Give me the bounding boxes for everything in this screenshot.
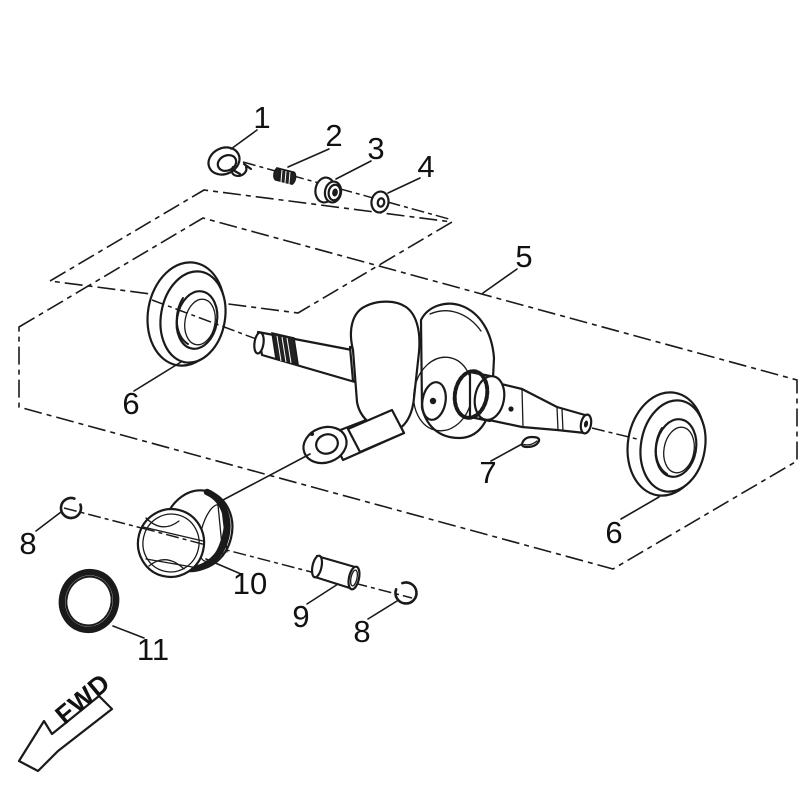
bearing-right-drawing xyxy=(626,391,707,497)
group-box-large xyxy=(18,217,798,570)
spring-pin-drawing xyxy=(273,167,297,185)
callout-4: 4 xyxy=(417,149,434,184)
leader-lines xyxy=(35,129,660,639)
woodruff-key-drawing xyxy=(520,435,541,449)
piston-pin-drawing xyxy=(310,554,361,591)
callout-8-left: 8 xyxy=(19,526,36,561)
callout-8-right: 8 xyxy=(353,614,370,649)
callout-10: 10 xyxy=(233,566,267,601)
circlip-right-drawing xyxy=(394,581,418,605)
circlip-left-drawing xyxy=(59,496,83,520)
bearing-left-drawing xyxy=(146,261,227,367)
callout-3: 3 xyxy=(367,131,384,166)
washer-drawing xyxy=(370,190,390,214)
fwd-arrow-icon xyxy=(17,694,114,773)
piston-drawing xyxy=(136,488,234,579)
callout-6-right: 6 xyxy=(605,515,622,550)
callout-9: 9 xyxy=(292,599,309,634)
callout-6-left: 6 xyxy=(122,386,139,421)
nut-drawing xyxy=(314,176,343,204)
callout-1: 1 xyxy=(253,100,270,135)
fwd-indicator: FWD xyxy=(17,667,116,773)
lock-washer-drawing xyxy=(207,146,253,178)
crank-gear xyxy=(452,369,506,423)
piston-ring-set-drawing xyxy=(58,568,120,634)
callout-5: 5 xyxy=(515,239,532,274)
callout-7: 7 xyxy=(479,455,496,490)
spline-band xyxy=(271,332,299,365)
callout-labels: 1 2 3 4 5 6 6 7 8 8 9 10 11 xyxy=(19,100,622,667)
group-box-small xyxy=(47,189,455,314)
callout-2: 2 xyxy=(325,118,342,153)
crankshaft-drawing xyxy=(253,300,593,465)
callout-11: 11 xyxy=(137,632,169,667)
